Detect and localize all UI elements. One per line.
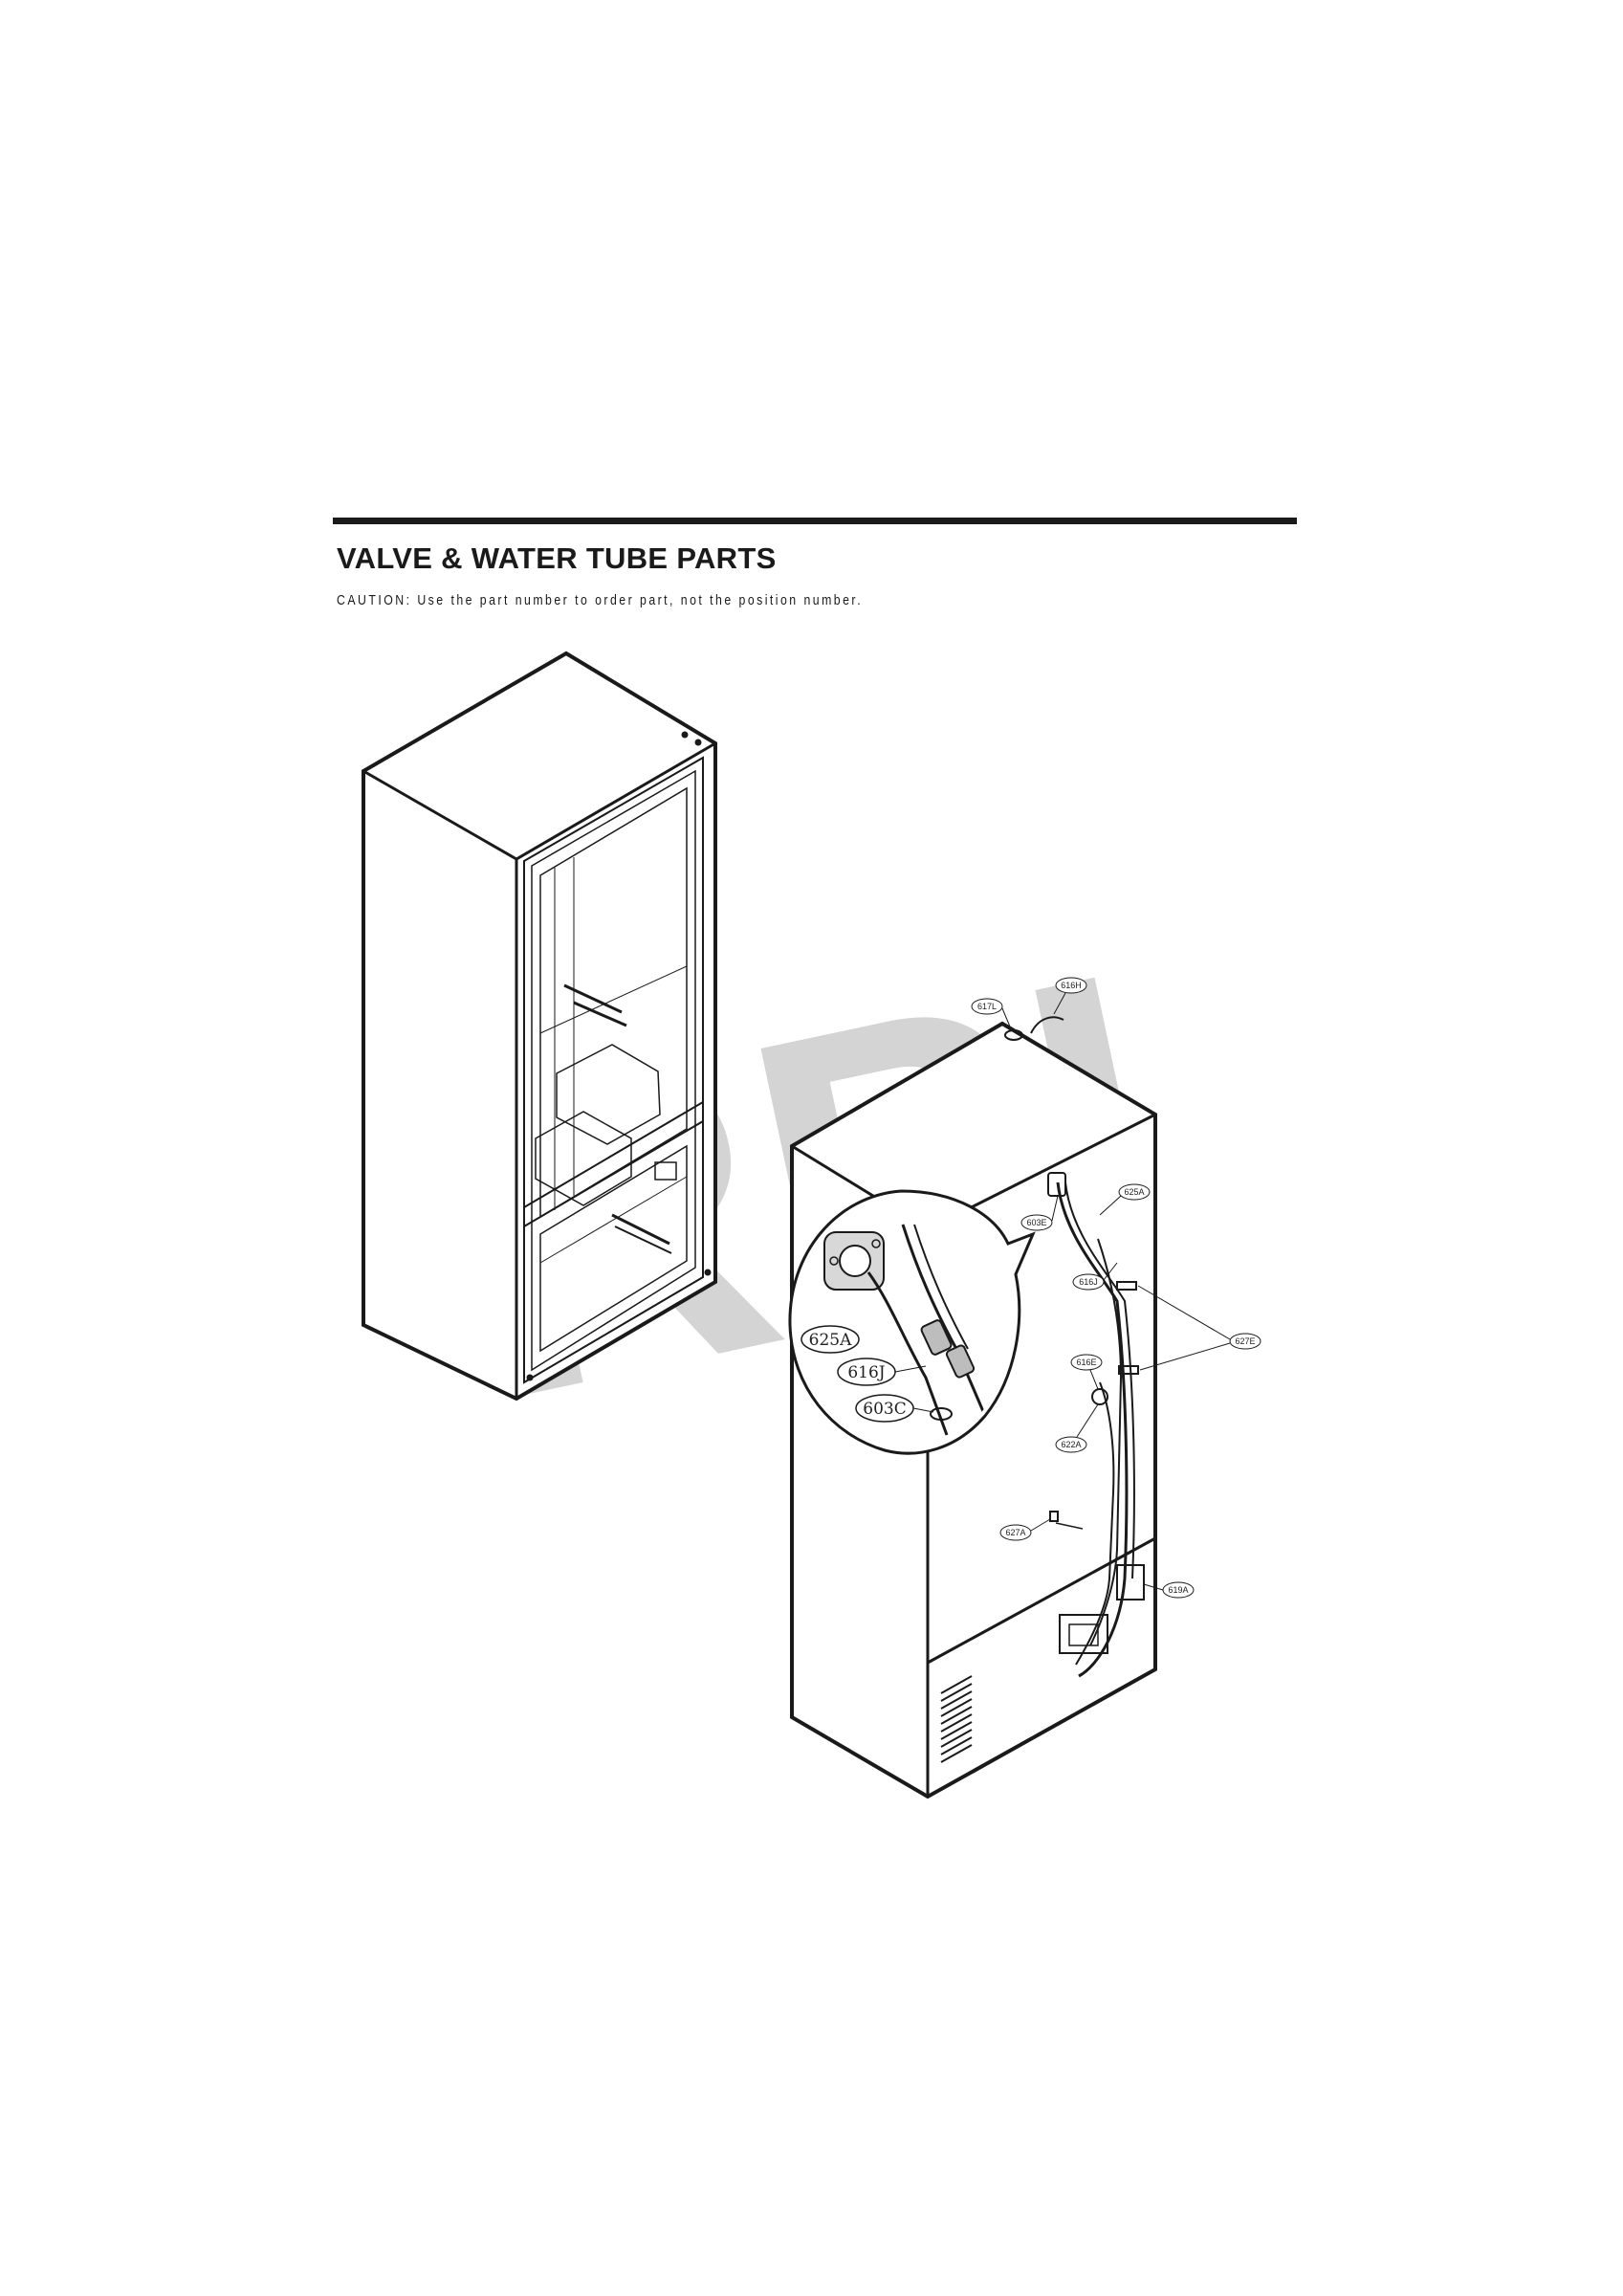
- detail-callout-616J: 616J: [837, 1358, 927, 1386]
- header-rule: [333, 518, 1297, 524]
- svg-text:603C: 603C: [863, 1400, 906, 1419]
- callout-616J: 616J: [1072, 1262, 1118, 1291]
- page-title: VALVE & WATER TUBE PARTS: [337, 541, 777, 575]
- callout-625A: 625A: [1099, 1183, 1151, 1216]
- detail-bubble: [788, 1189, 1036, 1455]
- caution-note: CAUTION: Use the part number to order pa…: [337, 592, 864, 608]
- callout-627E: 627E: [1137, 1285, 1261, 1371]
- svg-text:619A: 619A: [1168, 1585, 1188, 1595]
- svg-text:627E: 627E: [1235, 1336, 1255, 1346]
- callout-616E: 616E: [1070, 1354, 1103, 1390]
- svg-text:616J: 616J: [1079, 1277, 1098, 1287]
- detail-callout-625A: 625A: [801, 1325, 860, 1354]
- svg-text:625A: 625A: [809, 1331, 852, 1350]
- callout-603E: 603E: [1020, 1195, 1059, 1231]
- svg-text:616J: 616J: [847, 1363, 885, 1382]
- cabinet-front-view: [362, 651, 717, 1402]
- callout-622A: 622A: [1055, 1403, 1099, 1453]
- svg-text:603E: 603E: [1026, 1218, 1046, 1227]
- svg-text:627A: 627A: [1005, 1528, 1025, 1537]
- svg-text:625A: 625A: [1124, 1187, 1144, 1197]
- callout-616H: 616H: [1053, 977, 1087, 1015]
- callout-619A: 619A: [1143, 1581, 1195, 1599]
- svg-text:616E: 616E: [1076, 1358, 1096, 1367]
- svg-text:622A: 622A: [1061, 1440, 1081, 1449]
- svg-text:617L: 617L: [977, 1002, 997, 1011]
- svg-text:616H: 616H: [1061, 981, 1082, 990]
- detail-callout-603C: 603C: [855, 1394, 934, 1423]
- callout-627A: 627A: [999, 1518, 1051, 1541]
- callout-617L: 617L: [971, 998, 1013, 1032]
